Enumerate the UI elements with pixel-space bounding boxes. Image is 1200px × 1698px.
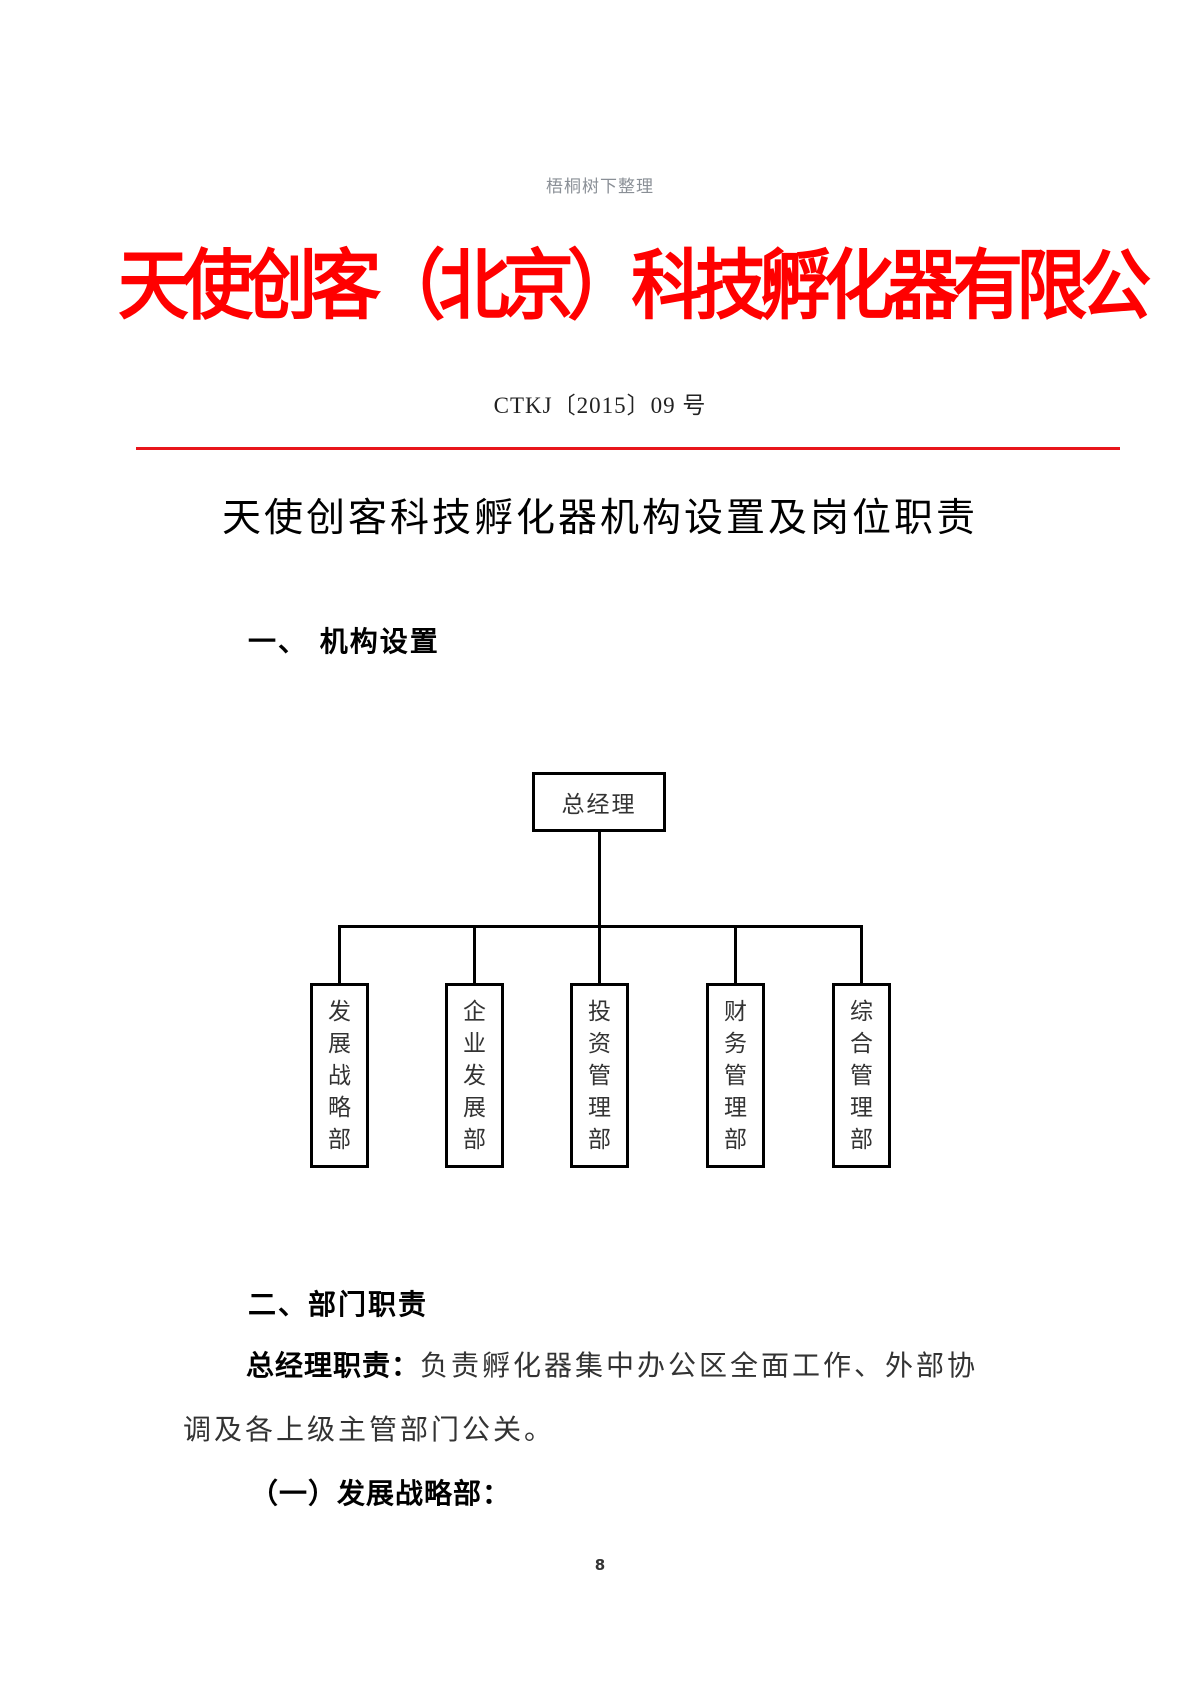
org-node-investment-management: 投 资 管 理 部 xyxy=(570,983,629,1168)
dept-char: 务 xyxy=(724,1030,747,1057)
org-node-finance-management: 财 务 管 理 部 xyxy=(706,983,765,1168)
connector-dept-5 xyxy=(860,925,863,983)
org-node-enterprise-development: 企 业 发 展 部 xyxy=(445,983,504,1168)
dept-char: 资 xyxy=(588,1030,611,1057)
dept-char: 合 xyxy=(850,1030,873,1057)
dept-char: 理 xyxy=(724,1094,747,1121)
connector-dept-1 xyxy=(338,925,341,983)
dept-char: 略 xyxy=(328,1094,351,1121)
document-number: CTKJ〔2015〕09 号 xyxy=(493,393,707,418)
connector-dept-4 xyxy=(734,925,737,983)
dept-char: 展 xyxy=(463,1094,486,1121)
company-header: 天使创客（北京）科技孵化器有限公 xyxy=(118,241,1151,330)
dept-char: 企 xyxy=(463,998,486,1025)
dept-char: 财 xyxy=(724,998,747,1025)
dept-char: 理 xyxy=(588,1094,611,1121)
dept-char: 部 xyxy=(850,1126,873,1153)
dept-char: 管 xyxy=(588,1062,611,1089)
dept-char: 部 xyxy=(328,1126,351,1153)
page-number: 8 xyxy=(594,1556,606,1574)
dept-char: 战 xyxy=(328,1062,351,1089)
gm-duty-paragraph: 总经理职责：负责孵化器集中办公区全面工作、外部协 xyxy=(246,1344,978,1384)
dept-char: 发 xyxy=(463,1062,486,1089)
gm-duty-text-line-1: 负责孵化器集中办公区全面工作、外部协 xyxy=(420,1349,979,1382)
org-node-general-administration: 综 合 管 理 部 xyxy=(832,983,891,1168)
dept-char: 业 xyxy=(463,1030,486,1057)
dept-char: 管 xyxy=(850,1062,873,1089)
dept-char: 部 xyxy=(724,1126,747,1153)
connector-dept-3 xyxy=(598,925,601,983)
dept-char: 综 xyxy=(850,998,873,1025)
red-divider xyxy=(136,447,1120,450)
dept-char: 展 xyxy=(328,1030,351,1057)
connector-dept-2 xyxy=(473,925,476,983)
org-node-general-manager: 总经理 xyxy=(532,772,666,832)
dept-char: 发 xyxy=(328,998,351,1025)
org-node-development-strategy: 发 展 战 略 部 xyxy=(310,983,369,1168)
gm-duty-text-line-2: 调及各上级主管部门公关。 xyxy=(183,1413,556,1446)
dept-char: 部 xyxy=(588,1126,611,1153)
subsection-heading-development-strategy: （一）发展战略部： xyxy=(250,1477,512,1510)
watermark: 梧桐树下整理 xyxy=(546,177,654,197)
section-heading-dept-duties: 二、部门职责 xyxy=(248,1288,429,1321)
gm-duty-label: 总经理职责： xyxy=(246,1349,421,1382)
connector-horizontal-bar xyxy=(338,925,863,928)
section-heading-org-setup: 一、 机构设置 xyxy=(248,625,440,658)
dept-char: 管 xyxy=(724,1062,747,1089)
dept-char: 理 xyxy=(850,1094,873,1121)
dept-char: 投 xyxy=(588,998,611,1025)
dept-char: 部 xyxy=(463,1126,486,1153)
connector-root-vertical xyxy=(598,832,601,927)
document-title: 天使创客科技孵化器机构设置及岗位职责 xyxy=(221,496,978,541)
